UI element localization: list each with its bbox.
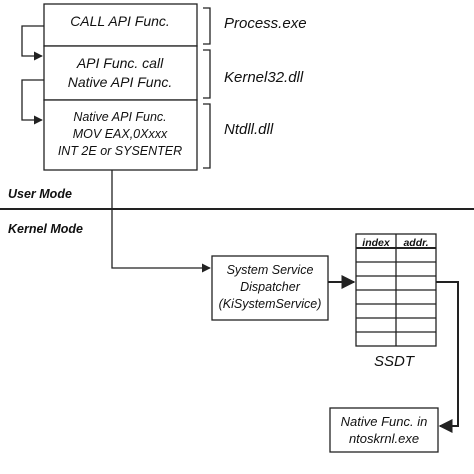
ntdll-line3: INT 2E or SYSENTER [58, 144, 182, 158]
native-func-box [329, 407, 439, 453]
dispatcher-box [211, 255, 329, 321]
ntdll-module-label: Ntdll.dll [224, 121, 274, 138]
call-stack: CALL API Func. API Func. call Native API… [43, 3, 198, 171]
kernel32-to-ntdll-arrow [21, 79, 44, 125]
dispatcher-line2: Dispatcher [240, 280, 301, 294]
kernel32-line2: Native API Func. [68, 74, 173, 90]
call-arrows [21, 25, 44, 125]
mode-separator: User Mode Kernel Mode [0, 187, 474, 236]
dispatcher-line3: (KiSystemService) [219, 297, 322, 311]
native-func-line1: Native Func. in [341, 414, 428, 429]
ssdt-to-native-arrow [436, 281, 459, 433]
kernel32-module-label: Kernel32.dll [224, 69, 304, 86]
ntdll-bracket [203, 103, 211, 169]
process-box [43, 3, 198, 47]
ssdt-label: SSDT [374, 353, 416, 370]
ssdt-header-index: index [362, 237, 391, 249]
native-func-line2: ntoskrnl.exe [349, 431, 419, 446]
ssdt-header-addr: addr. [403, 237, 428, 249]
dispatcher: System Service Dispatcher (KiSystemServi… [211, 255, 329, 321]
user-mode-label: User Mode [8, 187, 72, 201]
native-func: Native Func. in ntoskrnl.exe [329, 407, 439, 453]
ntdll-line2: MOV EAX,0Xxxx [73, 127, 168, 141]
ntdll-box [43, 99, 198, 171]
kernel32-bracket [203, 49, 211, 99]
process-to-kernel32-arrow [21, 25, 44, 61]
process-module-label: Process.exe [224, 15, 307, 32]
kernel32-box [43, 45, 198, 101]
dispatcher-line1: System Service [227, 263, 314, 277]
syscall-arrow [111, 170, 211, 273]
ntdll-line1: Native API Func. [73, 110, 166, 124]
ssdt-table: index addr. SSDT [355, 233, 437, 370]
process-call-text: CALL API Func. [70, 13, 170, 29]
module-brackets: Process.exe Kernel32.dll Ntdll.dll [203, 7, 307, 169]
kernel32-line1: API Func. call [76, 55, 164, 71]
process-bracket [203, 7, 211, 45]
kernel-mode-label: Kernel Mode [8, 222, 83, 236]
